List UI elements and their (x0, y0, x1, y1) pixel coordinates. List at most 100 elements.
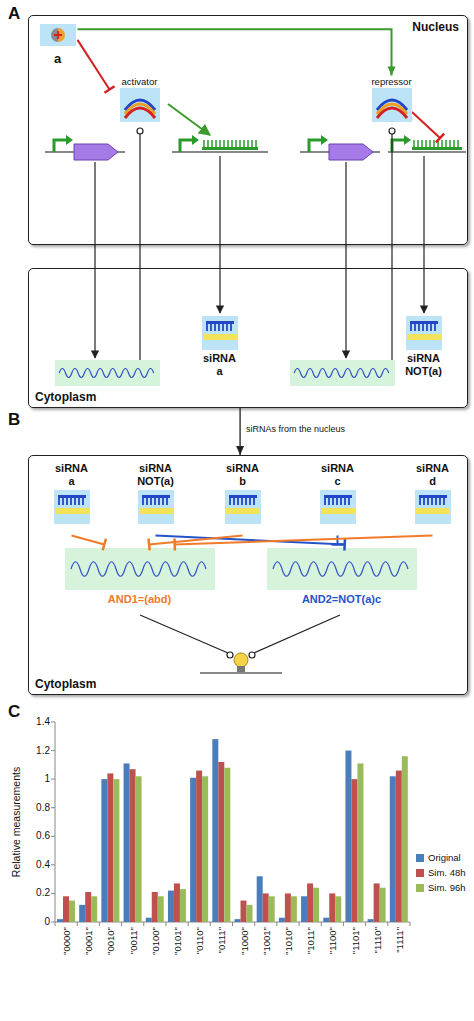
legend-text: Sim. 48h (428, 867, 466, 878)
legend-item: Original (416, 852, 461, 863)
bar (146, 918, 152, 922)
tick-mark (51, 807, 55, 808)
axis-tick-label: 1.2 (14, 745, 50, 757)
sirna-icon (415, 490, 451, 524)
link-circle (137, 128, 143, 134)
connector-group (149, 536, 243, 551)
tick-mark (276, 922, 277, 926)
legend-text: Original (428, 852, 461, 863)
connector (156, 536, 345, 545)
y-axis (55, 722, 56, 922)
legend-text: Sim. 96h (428, 882, 466, 893)
inhibition-head (343, 539, 346, 551)
output-line (140, 615, 228, 653)
category-label: "0100" (149, 927, 160, 955)
tick-mark (343, 922, 344, 926)
sirna-icon (406, 316, 442, 350)
tick-mark (55, 922, 56, 926)
tick-mark (51, 779, 55, 780)
bar (124, 763, 130, 922)
compartment-box: CytoplasmsiRNA asiRNA NOT(a)siRNA bsiRNA… (28, 455, 468, 695)
bar (323, 918, 329, 922)
protein-label: activator (110, 76, 170, 87)
bar (374, 883, 380, 922)
legend-swatch (416, 884, 424, 892)
link-circle (389, 128, 395, 134)
panel-letter: B (8, 410, 20, 430)
tick-mark (51, 893, 55, 894)
protein-label: repressor (362, 76, 422, 87)
sirna-label: siRNA NOT(a) (133, 462, 179, 488)
compartment-title: Nucleus (412, 20, 459, 34)
tick-mark (299, 922, 300, 926)
arrow-head (388, 67, 396, 76)
compartment-box: CytoplasmsiRNA asiRNA NOT(a) (28, 268, 468, 408)
axis-tick-label: 0 (14, 916, 50, 928)
category-label: "1011" (305, 927, 316, 954)
category-label: "0111" (216, 927, 227, 953)
axis-ticks (51, 722, 410, 926)
bar (158, 896, 164, 922)
arrow-head (236, 446, 244, 455)
connector-group (78, 29, 396, 75)
compartment-box: Nucleusaactivatorrepressor (28, 15, 468, 245)
transcription-arrow (94, 162, 95, 358)
sirna-label: siRNA d (415, 462, 451, 488)
connector-group (72, 536, 106, 551)
connector (149, 536, 242, 545)
connector (78, 40, 110, 90)
sirna-icon (138, 490, 174, 524)
bar (279, 918, 285, 922)
link-circle (249, 652, 255, 658)
category-label: "0101" (172, 927, 183, 955)
tick-mark (51, 922, 55, 923)
tick-mark (365, 922, 366, 926)
tick-mark (165, 922, 166, 926)
category-label: "1001" (260, 927, 271, 955)
bar (357, 763, 363, 922)
bar (247, 905, 253, 922)
sirna-label: siRNA a (54, 462, 90, 488)
category-label: "0000" (61, 927, 72, 955)
connector (239, 408, 240, 455)
bar (180, 889, 186, 922)
sirna-icon (225, 490, 261, 524)
bar (351, 779, 357, 922)
bar (91, 896, 97, 922)
tick-mark (410, 922, 411, 926)
sirna-node: siRNA c (310, 460, 366, 536)
bar (368, 919, 374, 922)
mrna-wave (267, 548, 417, 590)
category-label: "0110" (194, 927, 205, 954)
logic-gate-node: AND1=(abd) (60, 545, 220, 615)
reporter-gene (200, 672, 282, 674)
translation-line (139, 134, 140, 360)
protein-node: repressor (362, 76, 422, 130)
bar (69, 901, 75, 922)
bar (212, 739, 218, 922)
connector-group (332, 536, 344, 545)
tick-mark (210, 922, 211, 926)
panel-letter: A (8, 4, 20, 24)
bar (390, 776, 396, 922)
tick-mark (387, 922, 388, 926)
category-label: "1100" (327, 927, 338, 954)
bar (269, 896, 275, 922)
transcription-arrow (219, 156, 220, 313)
inhibition-head (103, 539, 106, 551)
mrna-wave (65, 548, 215, 590)
bar (307, 883, 313, 922)
gate-label: AND2=NOT(a)c (262, 593, 422, 605)
bar (168, 891, 174, 922)
protein-node: activator (110, 76, 170, 130)
connector-label: siRNAs from the nucleus (246, 424, 345, 434)
compartment-title: Cytoplasm (35, 677, 96, 691)
category-label: "1000" (238, 927, 249, 955)
bar (136, 776, 142, 922)
bar (101, 779, 107, 922)
bar (335, 896, 341, 922)
bar (190, 778, 196, 922)
connector (175, 536, 433, 545)
connector-group (174, 536, 432, 551)
